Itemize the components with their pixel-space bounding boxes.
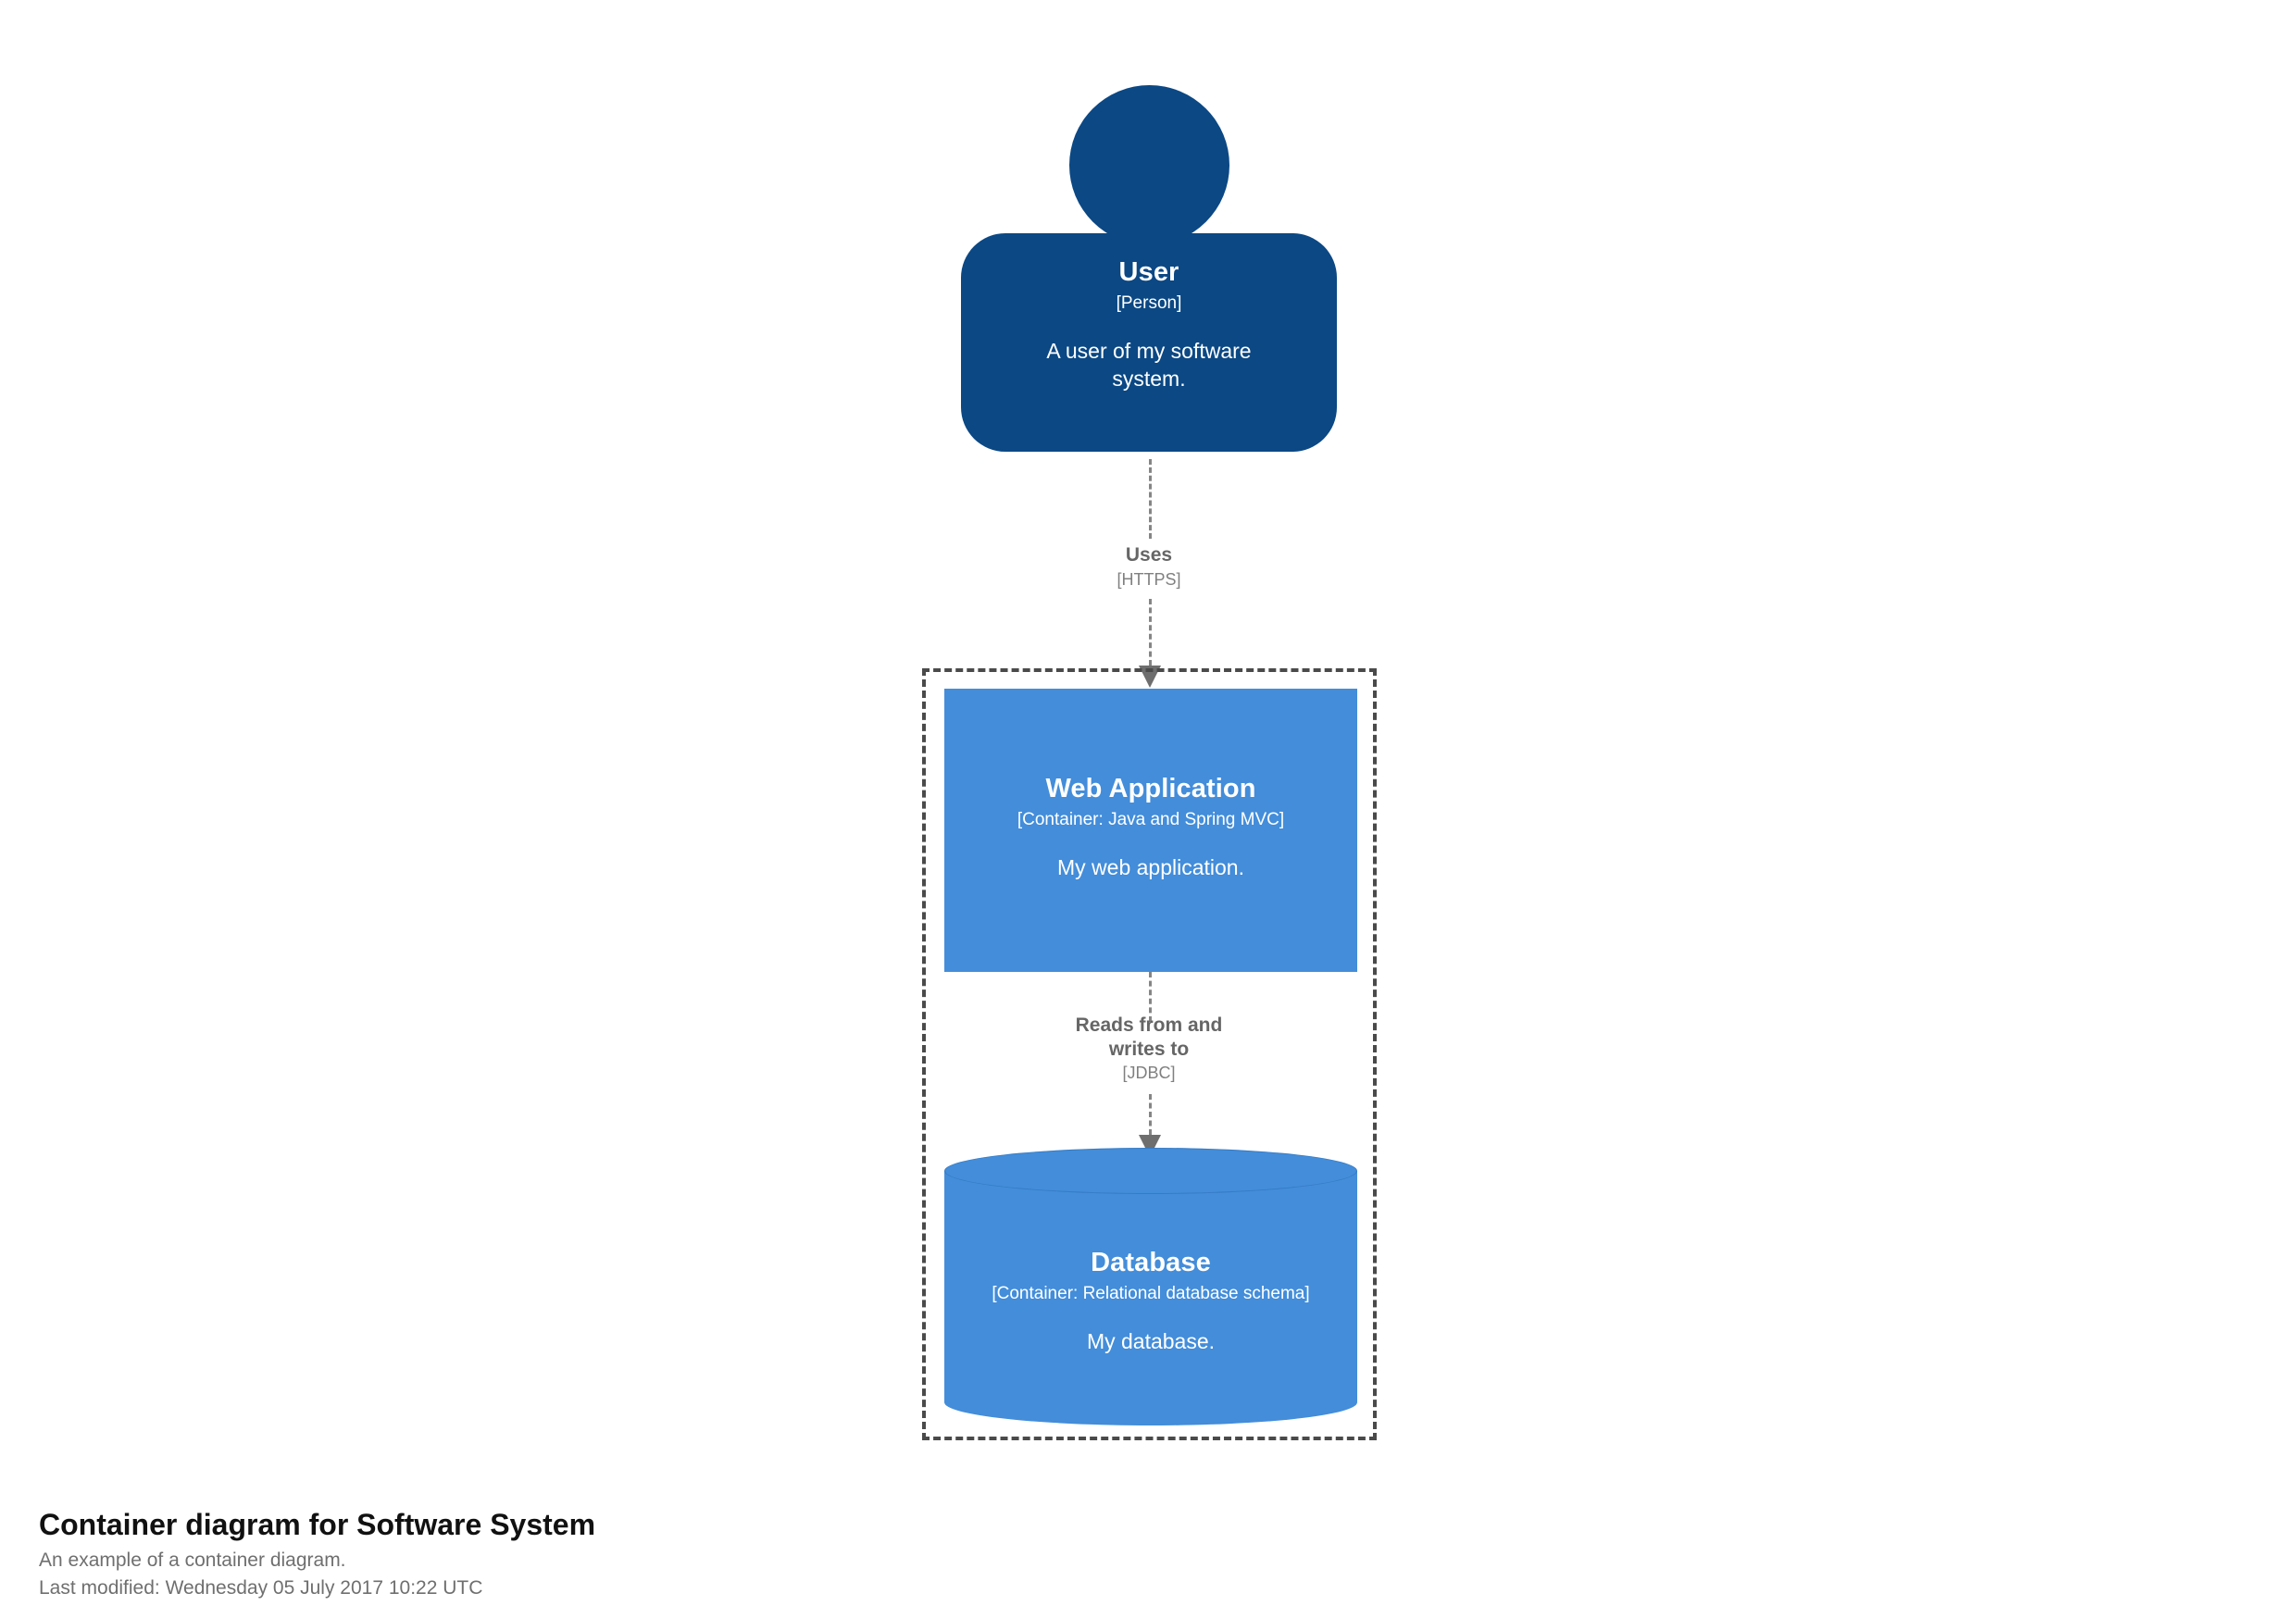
diagram-caption: Container diagram for Software System An… xyxy=(39,1507,1335,1603)
cylinder-body-shape xyxy=(944,1171,1357,1402)
relationship-webapp-database-description-line-2: writes to xyxy=(1108,1038,1190,1060)
relationship-user-webapp-technology: [HTTPS] xyxy=(1117,569,1181,589)
element-user-description-line-2: system. xyxy=(1112,366,1186,391)
element-database[interactable]: Database [Container: Relational database… xyxy=(944,1148,1357,1425)
element-web-application-name: Web Application xyxy=(1045,774,1256,803)
element-database-name: Database xyxy=(1091,1248,1211,1277)
element-web-application-description: My web application. xyxy=(1057,855,1244,880)
element-user[interactable]: User [Person] A user of my software syst… xyxy=(961,85,1337,452)
relationship-webapp-database-label: Reads from and writes to [JDBC] xyxy=(1001,1014,1297,1084)
relationship-webapp-database-line-upper xyxy=(1149,972,1152,1022)
element-user-description-line-1: A user of my software xyxy=(1046,339,1252,364)
element-user-text: User [Person] A user of my software syst… xyxy=(961,257,1337,392)
element-user-description: A user of my software system. xyxy=(961,338,1337,392)
relationship-user-webapp-line-lower xyxy=(1149,599,1152,666)
element-database-text: Database [Container: Relational database… xyxy=(944,1248,1357,1356)
element-web-application-technology: [Container: Java and Spring MVC] xyxy=(1017,810,1285,830)
element-web-application-text: Web Application [Container: Java and Spr… xyxy=(944,774,1357,882)
relationship-webapp-database-line-lower xyxy=(1149,1094,1152,1135)
element-database-description: My database. xyxy=(1086,1329,1216,1354)
relationship-webapp-database-technology: [JDBC] xyxy=(1122,1064,1176,1083)
diagram-description: An example of a container diagram. xyxy=(39,1550,346,1572)
element-database-technology: [Container: Relational database schema] xyxy=(992,1284,1310,1304)
diagram-title: Container diagram for Software System xyxy=(39,1508,596,1541)
relationship-user-webapp-label: Uses [HTTPS] xyxy=(1001,543,1297,590)
cylinder-top-edge-line xyxy=(944,1148,1357,1194)
element-web-application[interactable]: Web Application [Container: Java and Spr… xyxy=(944,689,1357,972)
relationship-webapp-database-description: Reads from and writes to xyxy=(1001,1014,1297,1061)
person-body-shape xyxy=(961,233,1337,452)
software-system-boundary xyxy=(922,668,1377,1440)
relationship-webapp-database-description-line-1: Reads from and xyxy=(1075,1014,1223,1036)
relationship-user-webapp-description: Uses xyxy=(1125,544,1173,566)
diagram-last-modified: Last modified: Wednesday 05 July 2017 10… xyxy=(39,1577,483,1599)
person-head-icon xyxy=(1069,85,1229,245)
diagram-metadata: An example of a container diagram. Last … xyxy=(39,1547,1335,1603)
element-user-name: User xyxy=(1118,257,1179,287)
relationship-user-webapp-line-upper xyxy=(1149,459,1152,539)
element-user-technology: [Person] xyxy=(1116,293,1182,314)
